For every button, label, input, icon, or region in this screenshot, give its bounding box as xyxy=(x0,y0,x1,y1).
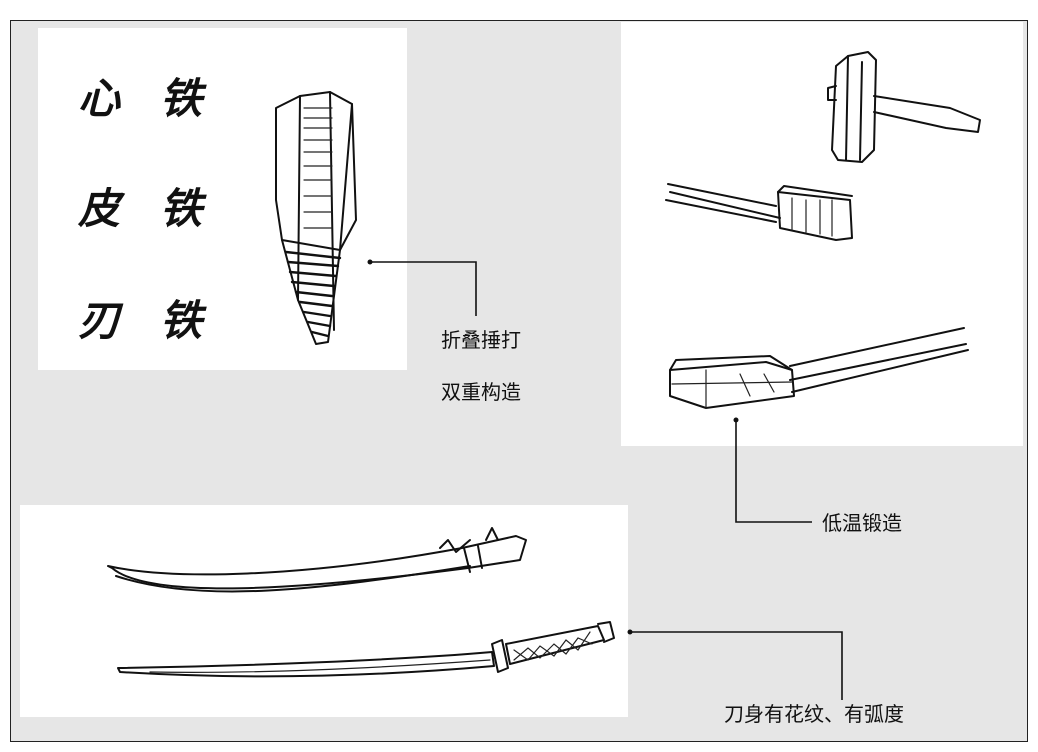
tongs-icon xyxy=(665,183,853,241)
label-skin-char: 皮 xyxy=(78,184,123,233)
fold-forging-leader xyxy=(367,259,477,316)
steel-composition-panel xyxy=(38,28,407,370)
steel-core-icon xyxy=(275,91,357,345)
label-blade-pattern: 刀身有花纹、有弧度 xyxy=(724,702,904,726)
low-temp-leader xyxy=(733,417,812,523)
label-core-char: 心 xyxy=(78,74,123,123)
label-double-structure: 双重构造 xyxy=(441,380,521,404)
label-iron-char-3: 铁 xyxy=(160,296,205,345)
scabbard-icon xyxy=(107,527,527,593)
label-low-temp-forging: 低温锻造 xyxy=(822,511,902,535)
label-fold-forging: 折叠捶打 xyxy=(441,328,521,352)
forging-process-panel xyxy=(621,22,1023,446)
label-iron-char-1: 铁 xyxy=(160,74,205,123)
label-iron-char-2: 铁 xyxy=(160,184,205,233)
label-edge-char: 刃 xyxy=(78,296,123,345)
billet-icon xyxy=(669,327,969,409)
hammer-icon xyxy=(827,51,981,163)
blade-pattern-leader xyxy=(627,629,843,700)
katana-icon xyxy=(117,621,615,678)
